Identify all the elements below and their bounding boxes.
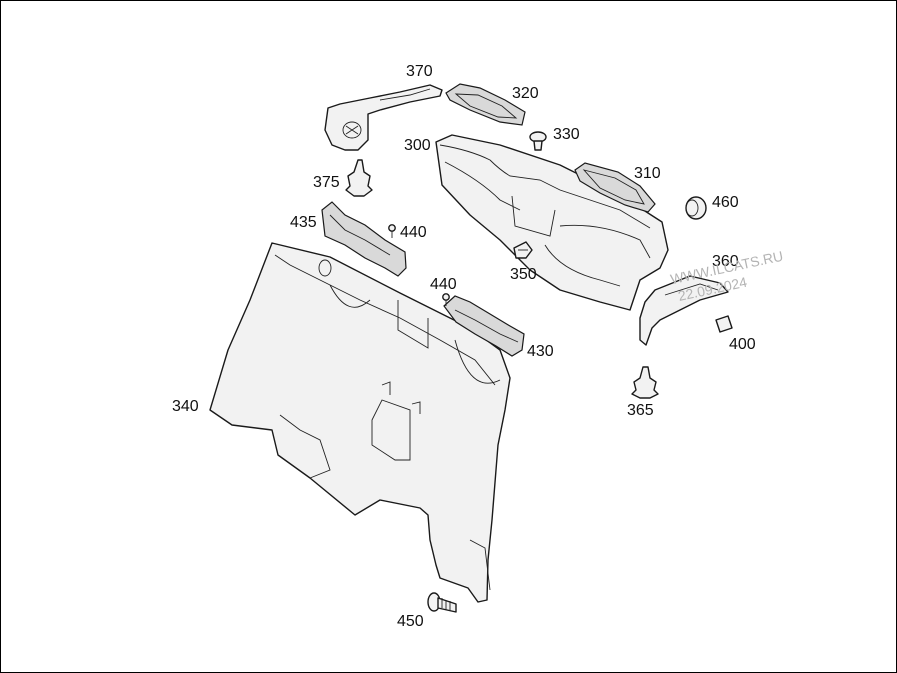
callout-440-b: 440 bbox=[430, 276, 457, 293]
part-440-screw-a[interactable] bbox=[388, 224, 396, 238]
part-310-seal[interactable] bbox=[574, 162, 656, 213]
callout-360: 360 bbox=[712, 253, 739, 270]
callout-435: 435 bbox=[290, 214, 317, 231]
part-450-bolt[interactable] bbox=[427, 592, 457, 613]
callout-365: 365 bbox=[627, 402, 654, 419]
watermark: WWW.ILCATS.RU 22.09.2024 bbox=[669, 248, 785, 304]
callout-320: 320 bbox=[512, 85, 539, 102]
callout-430: 430 bbox=[527, 343, 554, 360]
callout-450: 450 bbox=[397, 613, 424, 630]
callout-310: 310 bbox=[634, 165, 661, 182]
part-330-clip[interactable] bbox=[529, 131, 547, 151]
part-320-seal[interactable] bbox=[445, 83, 526, 126]
part-300-shelf[interactable] bbox=[435, 134, 669, 311]
callout-330: 330 bbox=[553, 126, 580, 143]
callout-460: 460 bbox=[712, 194, 739, 211]
callout-375: 375 bbox=[313, 174, 340, 191]
callout-350: 350 bbox=[510, 266, 537, 283]
callout-340: 340 bbox=[172, 398, 199, 415]
part-435-retainer[interactable] bbox=[321, 201, 407, 277]
callout-400: 400 bbox=[729, 336, 756, 353]
part-350-clip[interactable] bbox=[513, 241, 533, 259]
part-460-grommet[interactable] bbox=[685, 196, 707, 220]
part-340-rear-panel[interactable] bbox=[209, 242, 511, 603]
part-365-pin[interactable] bbox=[631, 366, 659, 399]
callout-370: 370 bbox=[406, 63, 433, 80]
part-440-screw-b[interactable] bbox=[442, 293, 450, 306]
part-400-clip[interactable] bbox=[715, 315, 733, 333]
part-430-retainer[interactable] bbox=[443, 295, 525, 357]
part-375-pin[interactable] bbox=[345, 159, 373, 197]
part-360-bracket[interactable] bbox=[639, 275, 729, 346]
callout-300: 300 bbox=[404, 137, 431, 154]
callout-440-a: 440 bbox=[400, 224, 427, 241]
part-370-bracket[interactable] bbox=[324, 84, 443, 151]
